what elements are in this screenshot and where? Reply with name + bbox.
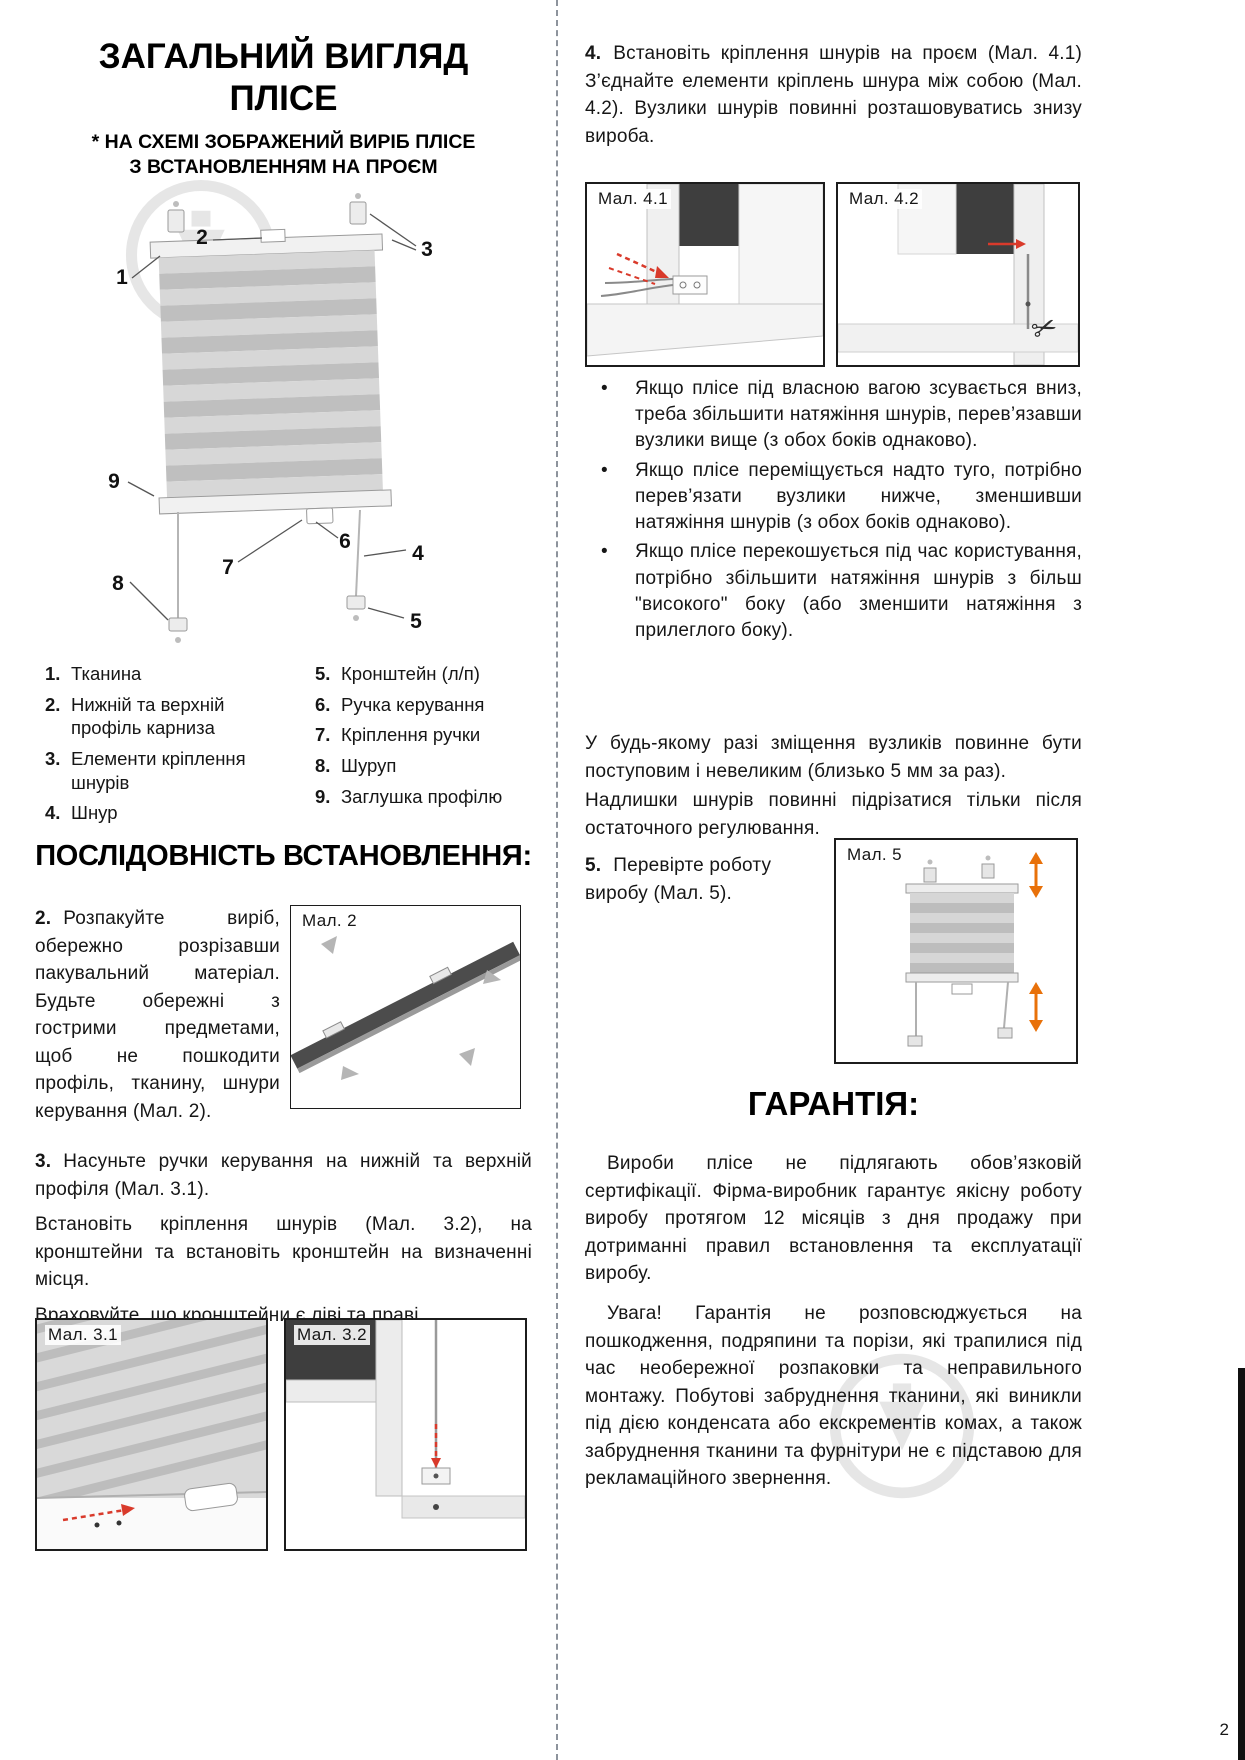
note-paragraph-1: У будь-якому разі зміщення вузликів пови… [585, 733, 1082, 782]
red-arrow [431, 1424, 441, 1468]
callout-6: 6 [339, 530, 351, 553]
callout-8: 8 [112, 572, 124, 595]
figure-5-illustration [905, 852, 1043, 1047]
callout-3: 3 [421, 238, 433, 261]
red-arrow [62, 1504, 135, 1522]
step-3-number: 3. [35, 1151, 52, 1172]
figure-5-label: Мал. 5 [844, 845, 906, 865]
legend-item: 6.Ручка керування [315, 693, 485, 715]
legend-item: 3.Елементи кріплення шнурів [45, 748, 246, 793]
callout-9: 9 [108, 470, 120, 493]
figure-4-2-illustration: ✂ [838, 184, 1078, 365]
orange-arrow-up [1029, 852, 1043, 898]
legend-item: 7.Кріплення ручки [315, 724, 481, 746]
step-5-number: 5. [585, 855, 602, 876]
mounting-hooks [167, 193, 367, 233]
figure-4-2: Мал. 4.2 ✂ [836, 182, 1080, 367]
legend-column-2: 5.Кронштейн (л/п) 6.Ручка керування 7.Кр… [315, 662, 530, 815]
adjustment-note: У будь-якому разі зміщення вузликів пови… [585, 730, 1082, 850]
bullet-icon: • [601, 459, 608, 481]
orange-arrow-down [1029, 982, 1043, 1032]
legend-column-1: 1.Тканина 2.Нижній та верхній профіль ка… [45, 662, 290, 832]
figure-2-illustration [291, 936, 520, 1080]
note-paragraph-2: Надлишки шнурів повинні підрізатися тіль… [585, 790, 1082, 839]
callout-lines [127, 213, 417, 621]
legend-item: 2.Нижній та верхній профіль карниза [45, 693, 225, 739]
brand-watermark-icon [826, 1350, 978, 1502]
figure-2-label: Мал. 2 [299, 911, 361, 931]
bullet-icon: • [601, 541, 608, 563]
figure-3-2: Мал. 3.2 [284, 1318, 527, 1551]
figure-2: Мал. 2 [290, 905, 521, 1109]
figure-3-2-illustration [286, 1320, 525, 1519]
step-3-paragraph-1: 3.Насуньте ручки керування на нижній та … [35, 1151, 532, 1200]
step-4-paragraph: 4.Встановіть кріплення шнурів на проєм (… [585, 43, 1082, 147]
red-arrow [608, 252, 669, 285]
figure-3-2-label: Мал. 3.2 [294, 1325, 371, 1345]
warranty-title: ГАРАНТІЯ: [747, 1085, 920, 1122]
legend-item: 4.Шнур [45, 802, 118, 824]
page-title: ЗАГАЛЬНИЙ ВИГЛЯД ПЛІСЕ [35, 36, 532, 120]
figure-5: Мал. 5 [834, 838, 1078, 1064]
blind-body [149, 228, 392, 525]
page-subtitle: * НА СХЕМІ ЗОБРАЖЕНИЙ ВИРІБ ПЛІСЕ З ВСТА… [91, 131, 476, 179]
blind-overview-diagram: 1 2 3 9 7 6 4 8 5 [50, 180, 520, 660]
step-2-number: 2. [35, 908, 52, 929]
cord-anchors [168, 595, 366, 643]
callout-1: 1 [116, 266, 128, 289]
warranty-paragraph-2: Увага! Гарантія не розповсюджується на п… [585, 1303, 1082, 1490]
legend-item: 8.Шуруп [315, 755, 397, 777]
step-4-number: 4. [585, 43, 602, 64]
figure-4-1-illustration [587, 184, 823, 357]
figure-3-1-illustration [37, 1320, 266, 1549]
bullet-icon: • [601, 378, 608, 399]
callout-7: 7 [222, 556, 234, 579]
page-title-line2: ПЛІСЕ [229, 79, 338, 118]
figure-3-1: Мал. 3.1 [35, 1318, 268, 1551]
legend-item: 9.Заглушка профілю [315, 785, 503, 807]
figure-4-2-label: Мал. 4.2 [846, 189, 923, 209]
bullet-item: •Якщо плісе переміщується надто туго, по… [601, 459, 1082, 534]
legend-item: 5.Кронштейн (л/п) [315, 663, 480, 684]
column-divider [556, 0, 558, 1760]
section-title-installation: ПОСЛІДОВНІСТЬ ВСТАНОВЛЕННЯ: [35, 840, 532, 872]
figure-3-1-label: Мал. 3.1 [45, 1325, 122, 1345]
right-column: 4.Встановіть кріплення шнурів на проєм (… [585, 0, 1082, 1760]
step-3-paragraph-2: Встановіть кріплення шнурів (Мал. 3.2), … [35, 1214, 532, 1291]
bullet-item: •Якщо плісе перекошується під час корист… [601, 541, 1082, 641]
red-arrow [988, 239, 1026, 249]
step-2-paragraph: 2.Розпакуйте виріб, обережно розрізавши … [35, 908, 280, 1122]
parts-legend: 1.Тканина 2.Нижній та верхній профіль ка… [35, 662, 532, 832]
step-5-paragraph: 5.Перевірте роботу виробу (Мал. 5). [585, 855, 772, 904]
warranty-paragraph-1: Вироби плісе не підлягають обов’язковій … [585, 1153, 1082, 1285]
bullet-item: •Якщо плісе під власною вагою зсувається… [601, 378, 1082, 452]
step-3-block: 3.Насуньте ручки керування на нижній та … [35, 1148, 532, 1337]
page-edge-bar [1238, 1368, 1245, 1760]
left-column: ЗАГАЛЬНИЙ ВИГЛЯД ПЛІСЕ * НА СХЕМІ ЗОБРАЖ… [35, 0, 532, 1760]
legend-item: 1.Тканина [45, 663, 142, 684]
callout-4: 4 [412, 542, 424, 565]
callout-2: 2 [196, 226, 208, 249]
figure-4-1: Мал. 4.1 [585, 182, 825, 367]
callout-5: 5 [410, 610, 422, 633]
figure-4-1-label: Мал. 4.1 [595, 189, 672, 209]
page-number: 2 [1219, 1720, 1229, 1739]
adjustment-bullets: •Якщо плісе під власною вагою зсувається… [585, 376, 1082, 647]
page-title-line1: ЗАГАЛЬНИЙ ВИГЛЯД [98, 37, 469, 76]
control-cords [177, 509, 361, 618]
